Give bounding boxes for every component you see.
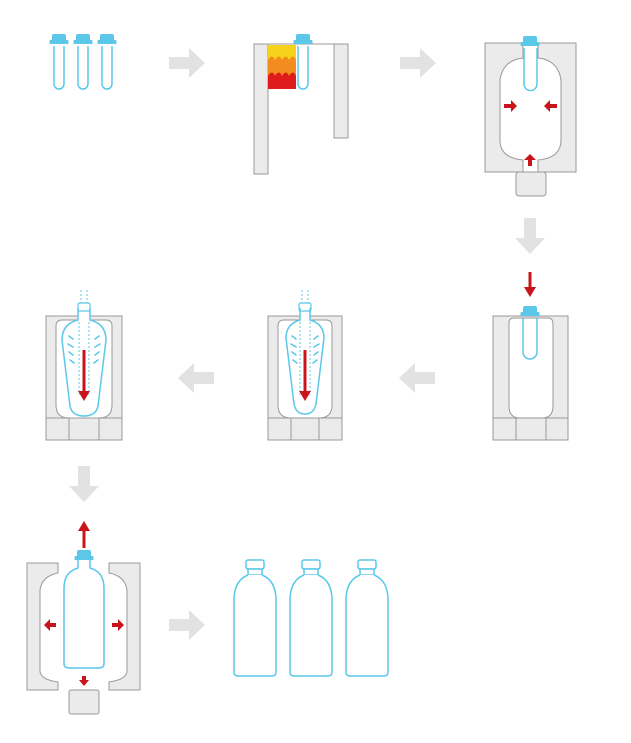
preform-in-mold-2 [522,318,538,360]
stretch-down-arrow-2 [78,350,90,401]
air-pressure-marks-2 [67,335,101,364]
step-stretch-rod [492,272,569,441]
pre-blow-icon [267,315,343,441]
force-arrows [504,100,557,166]
final-blow-icon [45,315,123,441]
flame-icon [268,45,296,89]
flow-arrow-1 [169,48,205,78]
stretch-down-arrow [299,350,311,401]
air-stream-2 [78,290,90,395]
flow-arrow-2 [400,48,436,78]
stretch-rod-insert-icon [492,315,569,441]
flow-arrow-6 [69,466,99,502]
rod-down-arrow [524,272,536,297]
step-final-blow [45,290,123,441]
ejection-arrows [44,521,124,686]
step-heating [253,34,349,175]
flow-arrow-7 [169,610,205,640]
air-stream [299,290,311,395]
step-preforms [49,34,117,90]
air-pressure-marks [290,335,320,364]
mold-closing-icon [484,42,577,197]
step-bottles [233,559,389,677]
flow-arrow-5 [178,363,214,393]
step-pre-blow [267,290,343,441]
heating-oven-icon [253,43,349,175]
finished-bottles-icon [233,559,389,677]
preform-in-oven [297,46,309,90]
bottle-released [63,560,105,669]
preform-in-mold [523,48,538,92]
preform-tubes-icon [53,46,113,90]
step-mold-close [484,36,577,197]
flow-arrow-4 [399,363,435,393]
flow-arrow-3 [515,218,545,254]
mold-opening-icon [26,562,141,715]
step-mold-open [26,521,141,715]
